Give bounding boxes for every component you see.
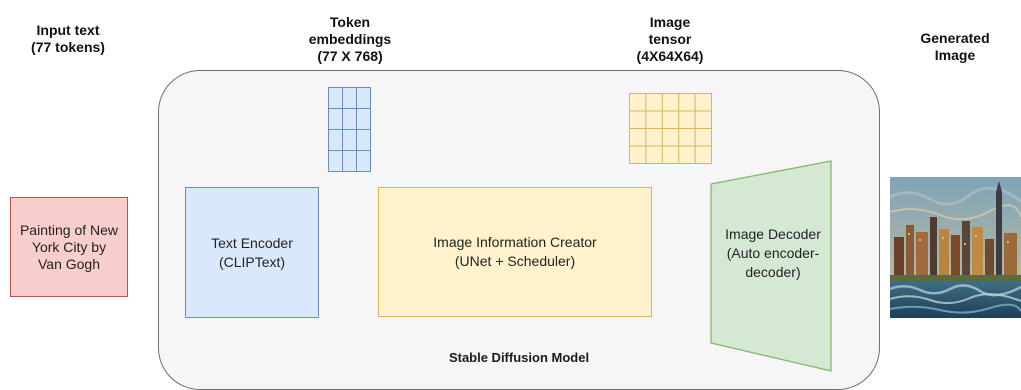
input-text-header-line2: (77 tokens) <box>31 39 105 55</box>
decoder-line1: Image Decoder <box>725 226 821 242</box>
info-creator-subtitle: (UNet + Scheduler) <box>454 253 576 269</box>
text-encoder-title: Text Encoder <box>211 234 293 251</box>
input-text-line2: York City by <box>31 238 107 255</box>
image-decoder-label: Image Decoder (Auto encoder- decoder) <box>712 225 834 282</box>
image-tensor-header-line1: Image <box>649 14 691 30</box>
input-text-line3: Van Gogh <box>37 255 100 272</box>
image-tensor-header: Image tensor (4X64X64) <box>610 14 730 65</box>
generated-image-header-line1: Generated <box>920 30 990 46</box>
decoder-line3: decoder) <box>745 264 801 280</box>
token-embeddings-header-line1: Token <box>329 14 371 30</box>
text-encoder-subtitle: (CLIPText) <box>218 253 286 270</box>
stable-diffusion-model-label: Stable Diffusion Model <box>448 350 590 365</box>
text-encoder-box: Text Encoder (CLIPText) <box>185 187 319 318</box>
image-information-creator-box: Image Information Creator (UNet + Schedu… <box>378 187 652 317</box>
input-text-line1: Painting of New <box>19 221 119 238</box>
token-embeddings-header-line2: embeddings <box>308 31 392 47</box>
token-embeddings-grid-icon <box>328 87 371 172</box>
image-decoder-shape <box>710 160 832 372</box>
token-embeddings-header: Token embeddings (77 X 768) <box>290 14 410 65</box>
image-tensor-header-line3: (4X64X64) <box>636 48 704 64</box>
generated-image-header: Generated Image <box>895 30 1015 64</box>
generated-image-header-line2: Image <box>934 47 976 63</box>
token-embeddings-header-line3: (77 X 768) <box>317 48 383 64</box>
info-creator-title: Image Information Creator <box>433 234 597 250</box>
input-text-header-line1: Input text <box>36 22 100 38</box>
generated-image-painting <box>890 177 1021 318</box>
image-tensor-grid-icon <box>629 93 712 164</box>
input-text-box: Painting of New York City by Van Gogh <box>10 197 128 297</box>
input-text-header: Input text (77 tokens) <box>8 22 128 56</box>
image-tensor-header-line2: tensor <box>648 31 692 47</box>
decoder-line2: (Auto encoder- <box>726 245 820 261</box>
